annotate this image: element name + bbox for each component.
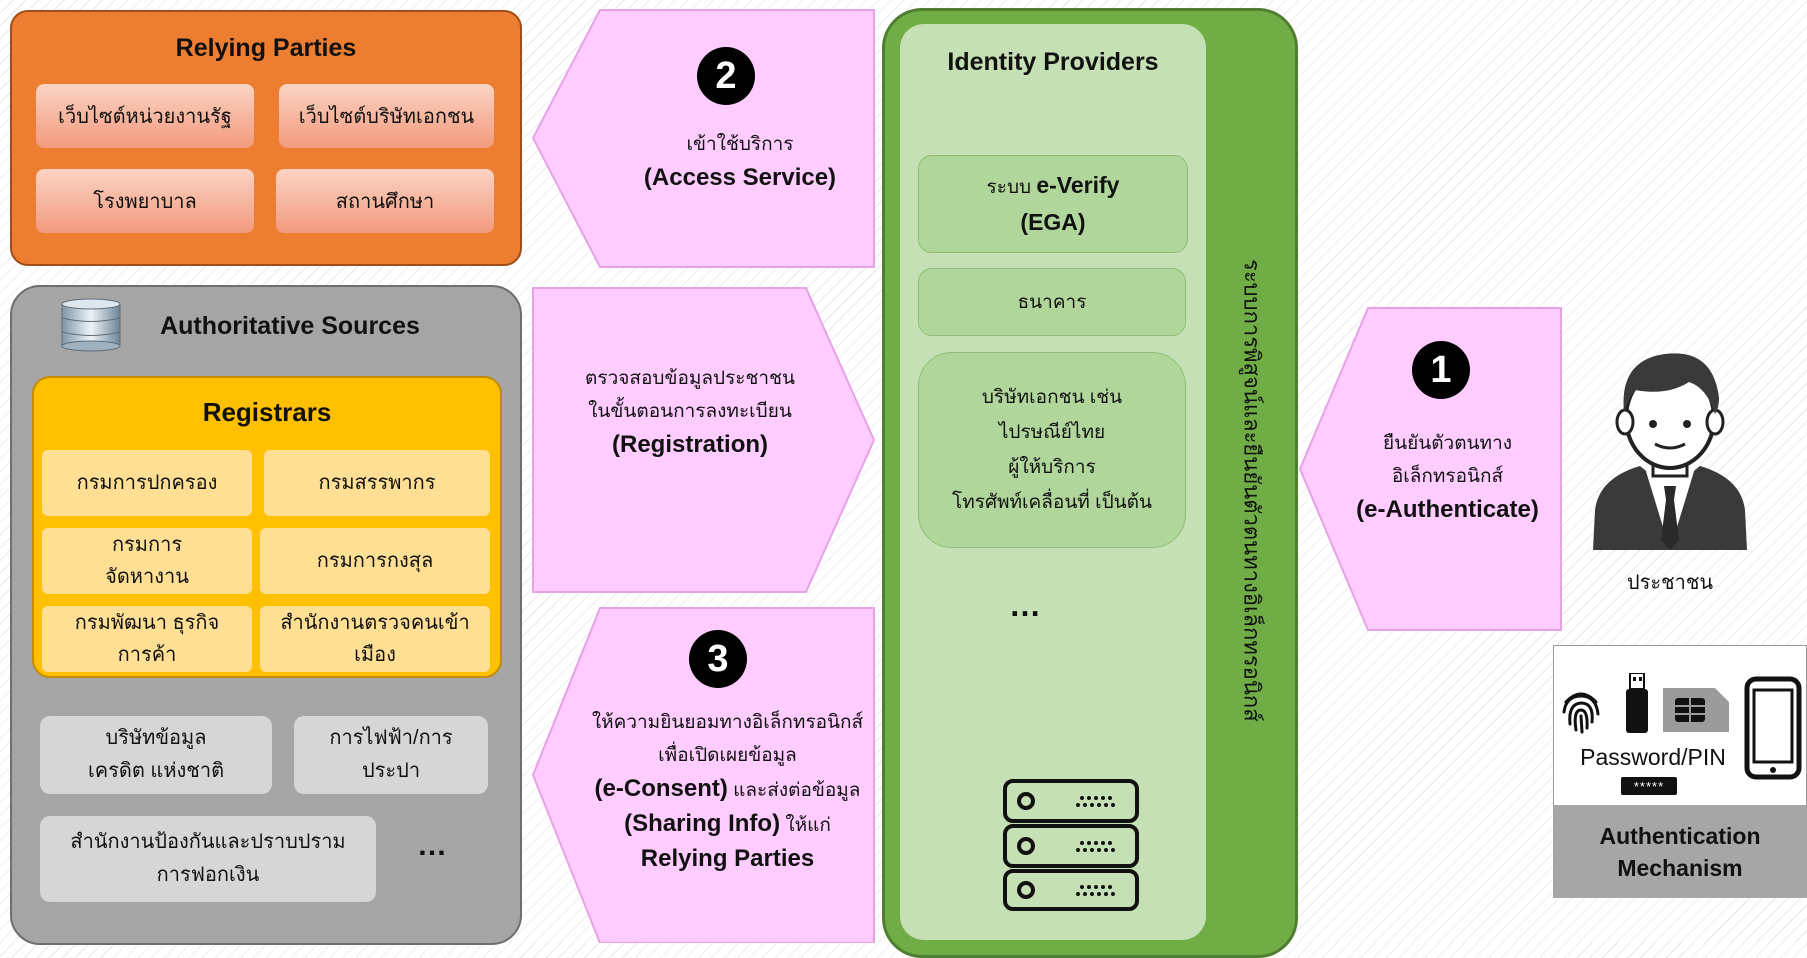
source-national-credit-bureau: บริษัทข้อมูลเครดิต แห่งชาติ — [40, 716, 272, 794]
registrars-title: Registrars — [202, 396, 332, 427]
registration-label: ตรวจสอบข้อมูลประชาชน ในขั้นตอนการลงทะเบี… — [560, 362, 820, 461]
registration-line-2: ในขั้นตอนการลงทะเบียน — [588, 401, 792, 422]
auth-mechanism-title: Authentication Mechanism — [1553, 805, 1807, 898]
auth-mechanism-title-line-2: Mechanism — [1617, 854, 1743, 881]
authenticate-arrow — [1298, 307, 1562, 631]
consent-line-2: เพื่อเปิดเผยข้อมูล — [658, 745, 797, 766]
password-pin-label: Password/PIN — [1580, 743, 1726, 770]
citizen-label: ประชาชน — [1626, 572, 1714, 594]
rp-item-private-company-websites: เว็บไซต์บริษัทเอกชน — [279, 84, 494, 148]
rp-item-hospitals: โรงพยาบาล — [36, 169, 254, 233]
authenticate-title: (e-Authenticate) — [1356, 496, 1539, 523]
consent-label: ให้ความยินยอมทางอิเล็กทรอนิกส์ เพื่อเปิด… — [575, 706, 880, 875]
idp-private-line-4: โทรศัพท์เคลื่อนที่ เป็นต้น — [952, 492, 1152, 513]
idp-vertical-text: ระบบการพิสูจน์และยืนยันตัวตนทางอิเล็กทรอ… — [1239, 258, 1265, 722]
access-service-title: (Access Service) — [643, 164, 837, 191]
idp-private-line-1: บริษัทเอกชน เช่น — [981, 387, 1123, 408]
idp-bank: ธนาคาร — [918, 268, 1186, 336]
registrar-dopa: กรมการปกครอง — [42, 450, 252, 516]
identity-providers-title: Identity Providers — [947, 47, 1159, 76]
step-3-badge: 3 — [689, 630, 747, 688]
registration-arrow — [532, 287, 876, 593]
idp-private-line-3: ผู้ให้บริการ — [1008, 457, 1096, 478]
auth-mechanism-title-line-1: Authentication — [1599, 822, 1761, 849]
consent-arrow — [531, 607, 875, 943]
citizen-avatar-icon — [1593, 353, 1747, 550]
access-service-text: เข้าใช้บริการ — [686, 134, 794, 155]
database-icon — [61, 298, 121, 352]
access-service-arrow — [531, 9, 875, 268]
relying-parties-title: Relying Parties — [175, 33, 357, 62]
consent-sharing-info: (Sharing Info) — [624, 810, 781, 837]
smart-card-icon — [1663, 688, 1729, 732]
authenticate-label: ยืนยันตัวตนทาง อิเล็กทรอนิกส์ (e-Authent… — [1340, 427, 1555, 526]
authenticate-line-2: อิเล็กทรอนิกส์ — [1391, 466, 1504, 487]
consent-line-4-rest: ให้แก่ — [780, 815, 831, 836]
rp-item-government-websites: เว็บไซต์หน่วยงานรัฐ — [36, 84, 254, 148]
everify-ega: (EGA) — [1020, 209, 1086, 235]
usb-token-icon — [1626, 673, 1648, 733]
everify-prefix: ระบบ — [986, 177, 1037, 198]
registrar-business-development-dept: กรมพัฒนา ธุรกิจการค้า — [42, 606, 252, 672]
authenticate-line-1: ยืนยันตัวตนทาง — [1382, 433, 1513, 454]
server-icon — [1003, 779, 1139, 911]
source-electricity-water-authority: การไฟฟ้า/การ ประปา — [294, 716, 488, 794]
registrar-consular-dept: กรมการกงสุล — [260, 528, 490, 594]
step-1-badge: 1 — [1412, 341, 1470, 399]
source-amlo: สำนักงานป้องกันและปราบปราม การฟอกเงิน — [40, 816, 376, 902]
registrar-revenue-dept: กรมสรรพากร — [264, 450, 490, 516]
idp-private-companies: บริษัทเอกชน เช่น ไปรษณีย์ไทย ผู้ให้บริกา… — [918, 352, 1186, 548]
idp-everify: ระบบ e-Verify (EGA) — [918, 155, 1188, 253]
consent-relying-parties: Relying Parties — [640, 845, 815, 872]
idp-vertical-label: ระบบการพิสูจน์และยืนยันตัวตนทางอิเล็กทรอ… — [1222, 230, 1282, 750]
authoritative-sources-title: Authoritative Sources — [160, 311, 420, 340]
registrar-employment-dept: กรมการ จัดหางาน — [42, 528, 252, 594]
pin-dots: ***** — [1621, 777, 1677, 795]
idp-ellipsis: … — [1009, 586, 1041, 623]
registrar-immigration-bureau: สำนักงานตรวจคนเข้า เมือง — [260, 606, 490, 672]
rp-item-educational-institutions: สถานศึกษา — [276, 169, 494, 233]
authoritative-sources-ellipsis: … — [417, 829, 447, 862]
fingerprint-icon — [1562, 692, 1600, 734]
registration-line-1: ตรวจสอบข้อมูลประชาชน — [585, 368, 795, 389]
consent-line-3-rest: และส่งต่อข้อมูล — [727, 780, 861, 801]
registration-title: (Registration) — [612, 431, 768, 458]
idp-private-line-2: ไปรษณีย์ไทย — [998, 422, 1106, 443]
step-2-badge: 2 — [697, 47, 755, 105]
consent-line-1: ให้ความยินยอมทางอิเล็กทรอนิกส์ — [591, 712, 864, 733]
everify-title: e-Verify — [1036, 172, 1120, 198]
access-service-label: เข้าใช้บริการ (Access Service) — [600, 128, 880, 194]
mobile-phone-icon — [1744, 676, 1802, 780]
consent-econsent: (e-Consent) — [594, 775, 728, 802]
